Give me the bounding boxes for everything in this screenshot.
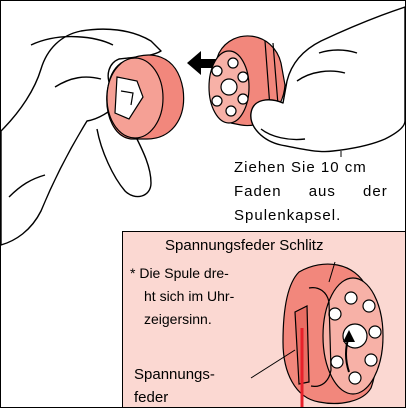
pull-thread-line-2: Faden aus der bbox=[234, 184, 388, 199]
spring-label-line-1: Spannungs- bbox=[134, 367, 215, 382]
rotation-note-line-1: * Die Spule dre- bbox=[130, 266, 229, 280]
bobbin-icon bbox=[107, 55, 184, 139]
pull-thread-line-3: Spulenkapsel. bbox=[234, 208, 341, 223]
rotation-note-line-2: ht sich im Uhr- bbox=[144, 289, 234, 303]
spring-label-line-2: feder bbox=[134, 390, 168, 405]
spring-slot-label: Spannungsfeder Schlitz bbox=[165, 238, 323, 253]
rotation-note-line-3: zeigersinn. bbox=[144, 312, 212, 326]
pull-thread-line-1: Ziehen Sie 10 cm bbox=[234, 160, 367, 175]
